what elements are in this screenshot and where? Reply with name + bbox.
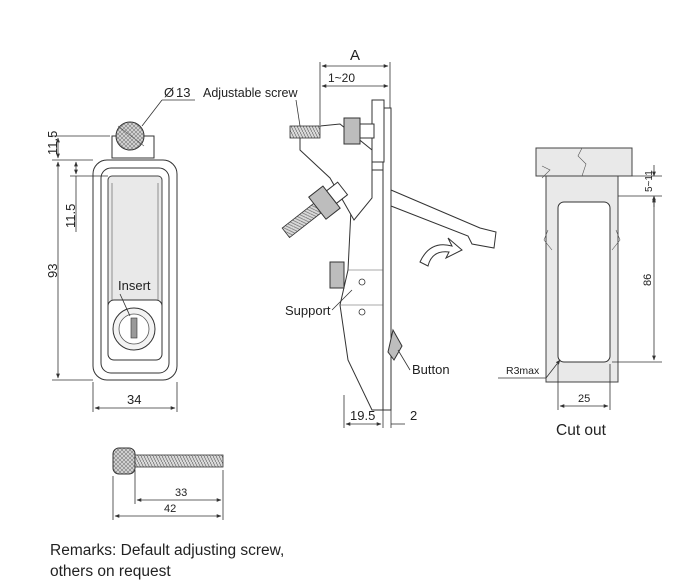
dim-cutout-offset: 5~11 — [644, 170, 655, 192]
keyhole-icon — [130, 317, 138, 339]
adjustable-screw-thread — [289, 125, 321, 139]
dim-front-width: 34 — [127, 392, 141, 407]
dim-screw-thread: 33 — [175, 487, 187, 499]
label-insert: Insert — [118, 278, 151, 293]
screw-head-icon — [112, 447, 136, 475]
support-bolt — [329, 261, 345, 289]
cutout-opening — [557, 201, 611, 363]
rotation-arrow-icon — [419, 237, 463, 267]
label-button: Button — [412, 362, 450, 377]
label-support: Support — [285, 303, 331, 318]
knob-icon — [115, 121, 145, 151]
dim-knob-diameter: 13 — [176, 85, 190, 100]
housing — [339, 169, 384, 411]
dim-front-second: 11.5 — [63, 204, 78, 228]
remarks: Remarks: Default adjusting screw, others… — [50, 540, 284, 582]
front-view: 11.5 11.5 93 34 Ø 13 Insert — [45, 85, 195, 412]
side-view: A 1~20 Adjustable screw Support Button 1… — [203, 47, 497, 428]
button-part — [387, 328, 403, 361]
dim-cutout-width: 25 — [578, 393, 590, 405]
remarks-line-1: Remarks: Default adjusting screw, — [50, 542, 285, 559]
dim-cutout-radius: R3max — [506, 365, 540, 377]
dim-side-a: A — [350, 47, 360, 64]
dim-side-bottom-left: 19.5 — [350, 408, 375, 423]
dim-front-top: 11.5 — [45, 131, 60, 155]
screw-view: 33 42 — [112, 447, 224, 520]
adjustable-screw-collar — [359, 123, 375, 139]
diameter-symbol: Ø — [164, 85, 174, 100]
dim-front-height: 93 — [45, 264, 60, 278]
screw-shaft — [134, 454, 224, 468]
dim-side-bottom-right: 2 — [410, 408, 417, 423]
label-adjustable-screw: Adjustable screw — [203, 86, 298, 100]
remarks-line-2: others on request — [50, 563, 171, 580]
dim-screw-total: 42 — [164, 503, 176, 515]
adjustable-screw-nut — [343, 117, 361, 145]
cutout-view: 5~11 86 R3max 25 Cut out — [498, 147, 662, 439]
dim-side-range: 1~20 — [328, 71, 355, 85]
swing-handle — [390, 189, 497, 249]
diagonal-screw-thread — [281, 202, 322, 239]
label-cut-out: Cut out — [556, 422, 607, 439]
diagonal-screw-collar — [325, 181, 349, 205]
dim-cutout-height: 86 — [642, 274, 654, 286]
